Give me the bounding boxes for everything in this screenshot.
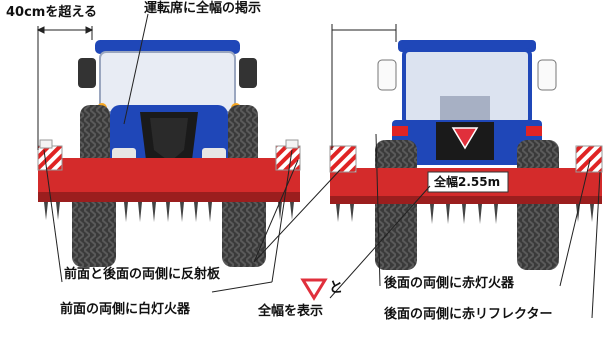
- rear-reflector-right: [575, 145, 603, 173]
- front-reflector-right: [275, 145, 301, 171]
- leader-lines: [43, 13, 601, 319]
- front-white-lamp-right: [285, 139, 299, 149]
- label-show-full-width: 全幅を表示: [258, 304, 324, 319]
- rear-implement-tines: [336, 204, 594, 224]
- rear-triangle-sign: [451, 127, 479, 150]
- rear-lamp-right: [526, 126, 542, 136]
- front-white-lamp-left: [39, 139, 53, 149]
- label-reflectors-both-sides: 前面と後面の両側に反射板: [64, 267, 221, 282]
- front-big-tire-left: [72, 185, 116, 267]
- front-reflector-left: [37, 145, 63, 171]
- dimension-40cm: [36, 26, 94, 150]
- label-white-lamps-front: 前面の両側に白灯火器: [60, 302, 191, 317]
- rear-mirror-right: [537, 59, 557, 91]
- front-cab-roof: [95, 40, 240, 54]
- full-width-sign: [427, 171, 509, 193]
- label-triangle-and: と: [329, 280, 343, 296]
- rear-view-tractor: [329, 40, 603, 270]
- rear-mirror-left: [377, 59, 397, 91]
- label-display-at-driver-seat: 運転席に全幅の掲示: [144, 1, 262, 16]
- front-mirror-right: [239, 58, 257, 88]
- front-implement-tines: [44, 202, 294, 222]
- rear-tire-left: [375, 140, 417, 270]
- front-implement-bar: [38, 158, 300, 196]
- dimension-rear: [331, 24, 397, 150]
- front-mirror-left: [78, 58, 96, 88]
- rear-reflector-left: [329, 145, 357, 173]
- front-view-tractor: [37, 40, 301, 267]
- rear-lamp-left: [392, 126, 408, 136]
- full-width-sign-text: 全幅2.55m: [434, 175, 501, 189]
- rear-tire-right: [517, 140, 559, 270]
- triangle-icon: [300, 278, 328, 301]
- label-red-lamps-rear: 後面の両側に赤灯火器: [384, 276, 515, 291]
- front-cab-glass: [99, 51, 236, 113]
- label-exceed-40cm: 40cmを超える: [6, 5, 97, 20]
- front-big-tire-right: [222, 185, 266, 267]
- label-red-reflectors-rear: 後面の両側に赤リフレクター: [384, 307, 553, 322]
